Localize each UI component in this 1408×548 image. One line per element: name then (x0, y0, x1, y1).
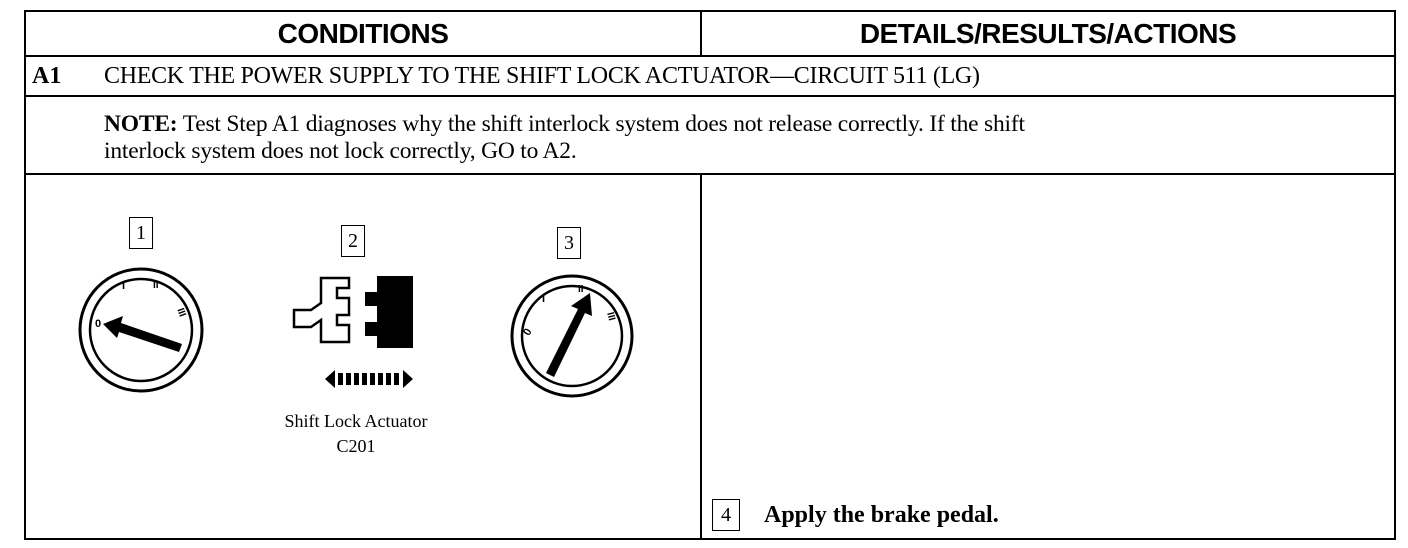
note-text-line1: Test Step A1 diagnoses why the shift int… (182, 111, 1025, 137)
mark-2: II (153, 280, 159, 291)
note-label: NOTE: (104, 111, 178, 137)
caption-line2: C201 (336, 436, 376, 456)
action-step-number: 4 (712, 499, 740, 531)
step-id: A1 (32, 62, 62, 89)
details-header: DETAILS/RESULTS/ACTIONS (702, 12, 1394, 57)
actuator-caption: Shift Lock Actuator C201 (256, 409, 456, 459)
mark-1: I (542, 293, 545, 305)
test-step-row: A1 CHECK THE POWER SUPPLY TO THE SHIFT L… (26, 57, 1394, 97)
figure-1-number: 1 (129, 217, 153, 249)
note-text-line2: interlock system does not lock correctly… (104, 138, 577, 164)
ignition-switch-run-icon: 0 I II III (510, 274, 634, 398)
caption-line1: Shift Lock Actuator (284, 411, 428, 431)
figure-3-number: 3 (557, 227, 581, 259)
ignition-switch-off-icon: 0 I II III (78, 267, 204, 393)
conditions-header: CONDITIONS (26, 12, 702, 57)
note-row: NOTE: Test Step A1 diagnoses why the shi… (26, 97, 1394, 175)
mark-3: III (604, 311, 617, 322)
action-text: Apply the brake pedal. (764, 501, 999, 528)
mark-1: I (122, 280, 125, 292)
connector-disconnect-icon (292, 276, 413, 388)
action-step: 4 Apply the brake pedal. (712, 499, 999, 531)
conditions-cell: 1 0 I II III 2 (26, 175, 702, 540)
diagnostic-table: CONDITIONS DETAILS/RESULTS/ACTIONS A1 CH… (24, 10, 1396, 540)
details-cell: 4 Apply the brake pedal. (702, 175, 1394, 540)
step-title: CHECK THE POWER SUPPLY TO THE SHIFT LOCK… (104, 62, 980, 89)
figure-2-number: 2 (341, 225, 365, 257)
mark-0: 0 (95, 318, 101, 330)
mark-3: III (174, 307, 187, 319)
mark-0: 0 (521, 327, 534, 338)
mark-2: II (578, 284, 584, 295)
